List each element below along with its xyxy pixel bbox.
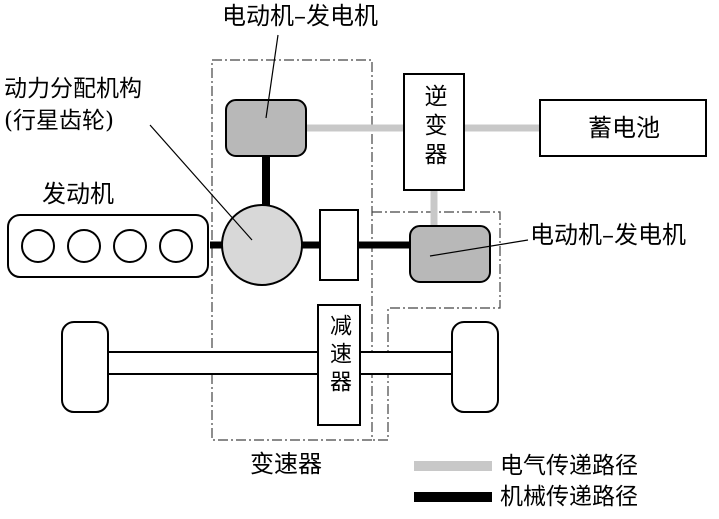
power-split-label-line1: 动力分配机构	[4, 76, 142, 102]
transmission-label: 变速器	[250, 450, 322, 478]
engine-label: 发动机	[42, 180, 114, 208]
right-wheel	[451, 321, 499, 413]
inverter-box	[403, 73, 465, 191]
planetary-gear	[221, 204, 303, 286]
motor-top-label: 电动机–发电机	[222, 2, 378, 30]
reducer-label: 减速器	[326, 314, 351, 398]
battery-label: 蓄电池	[588, 114, 660, 142]
engine-cylinder	[159, 229, 193, 263]
legend-electric-label: 电气传递路径	[500, 453, 638, 479]
leader-power-split	[149, 124, 253, 241]
coupler	[319, 209, 359, 281]
transmission-boundary	[211, 59, 373, 441]
right-motor-boundary	[372, 211, 501, 441]
motor-generator-right	[409, 225, 491, 283]
leader-motor-right	[429, 239, 529, 257]
engine-cylinder	[21, 229, 55, 263]
inverter-label: 逆变器	[420, 84, 446, 171]
engine-block	[7, 214, 209, 278]
leader-motor-top	[265, 34, 279, 119]
motor-right-label: 电动机–发电机	[530, 221, 686, 249]
power-split-label-line2: (行星齿轮)	[4, 108, 114, 134]
legend-mechanical-label: 机械传递路径	[500, 484, 638, 510]
reducer-box	[317, 304, 361, 426]
battery-box	[539, 99, 707, 157]
engine-cylinder	[67, 229, 101, 263]
left-wheel	[61, 321, 109, 413]
motor-generator-top	[225, 99, 307, 157]
axle	[107, 351, 455, 375]
engine-cylinder	[113, 229, 147, 263]
